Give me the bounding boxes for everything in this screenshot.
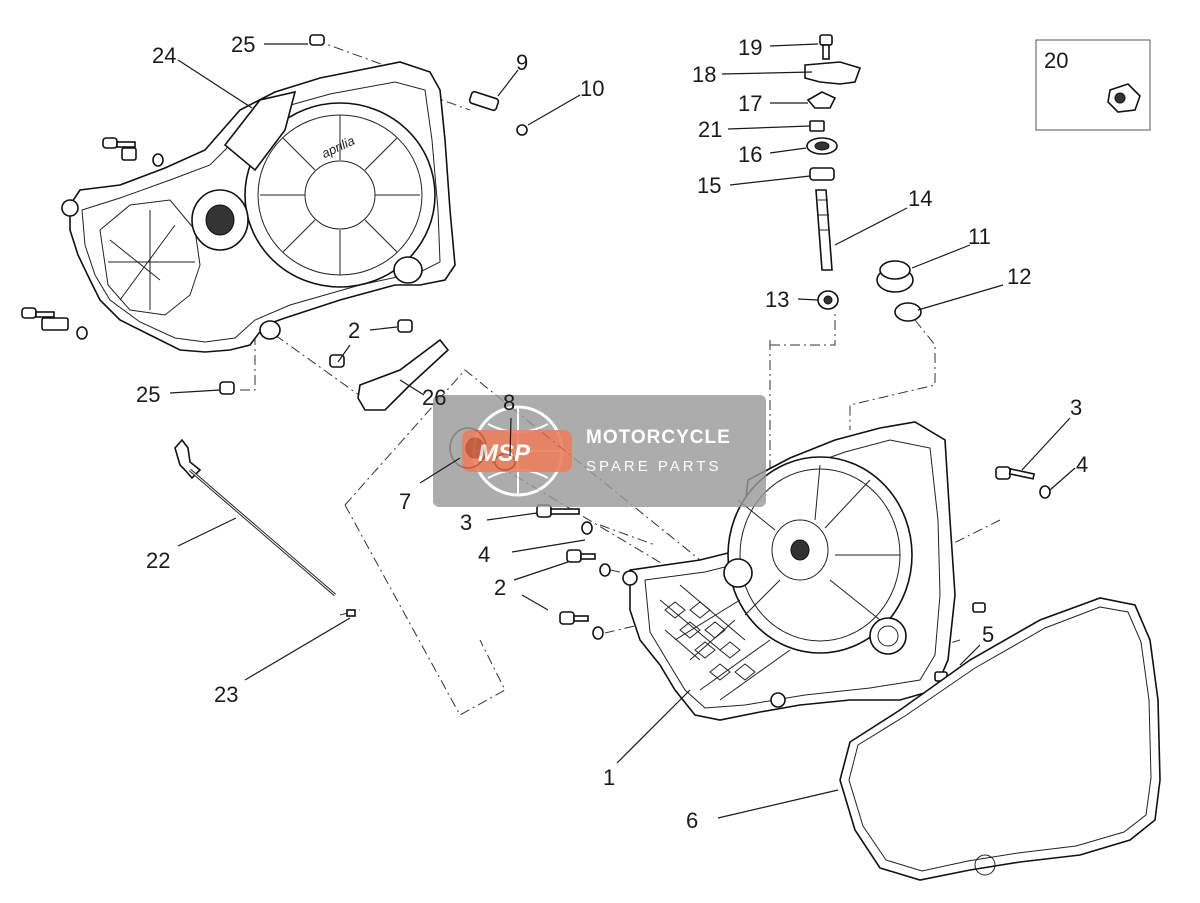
callout-labels: 24 25 9 10 19 18 17 21 16 15 14 11 12 13…	[136, 32, 1088, 833]
clutch-cover-1	[622, 421, 956, 721]
callout-25-bottom: 25	[136, 382, 160, 407]
callout-12: 12	[1007, 264, 1031, 289]
callout-3-left: 3	[460, 510, 472, 535]
callout-8: 8	[503, 390, 515, 415]
watermark: MSP MOTORCYCLE SPARE PARTS	[433, 395, 766, 507]
callout-17: 17	[738, 91, 762, 116]
selector-shaft-assembly	[804, 34, 862, 310]
watermark-title: MOTORCYCLE	[586, 427, 731, 448]
callout-16: 16	[738, 142, 762, 167]
callout-20: 20	[1044, 48, 1068, 73]
callout-1: 1	[603, 765, 615, 790]
leader-lines	[169, 43, 1076, 819]
callout-22: 22	[146, 548, 170, 573]
callout-10: 10	[580, 76, 604, 101]
callout-9: 9	[516, 50, 528, 75]
callout-15: 15	[697, 173, 721, 198]
callout-19: 19	[738, 35, 762, 60]
callout-13: 13	[765, 287, 789, 312]
callout-7: 7	[399, 489, 411, 514]
callout-25-top: 25	[231, 32, 255, 57]
callout-14: 14	[908, 186, 932, 211]
callout-23: 23	[214, 682, 238, 707]
watermark-subtitle: SPARE PARTS	[586, 458, 722, 475]
callout-24: 24	[152, 43, 176, 68]
callout-18: 18	[692, 62, 716, 87]
callout-21: 21	[698, 117, 722, 142]
callout-11: 11	[968, 224, 991, 249]
left-cover-fasteners	[21, 34, 528, 411]
alternator-cover-24: aprilia	[61, 61, 456, 353]
dipstick-22	[174, 438, 356, 617]
callout-26: 26	[422, 385, 446, 410]
inset-box-20	[1035, 39, 1151, 131]
callout-5: 5	[982, 622, 994, 647]
callout-6: 6	[686, 808, 698, 833]
gasket-6	[839, 597, 1161, 881]
callout-2-top: 2	[348, 318, 360, 343]
callout-4-right: 4	[1076, 452, 1088, 477]
callout-2-left: 2	[494, 575, 506, 600]
callout-3-right: 3	[1070, 395, 1082, 420]
oil-filler-cap-11	[876, 260, 922, 322]
watermark-logo: MSP	[478, 440, 531, 467]
callout-4-left: 4	[478, 542, 490, 567]
